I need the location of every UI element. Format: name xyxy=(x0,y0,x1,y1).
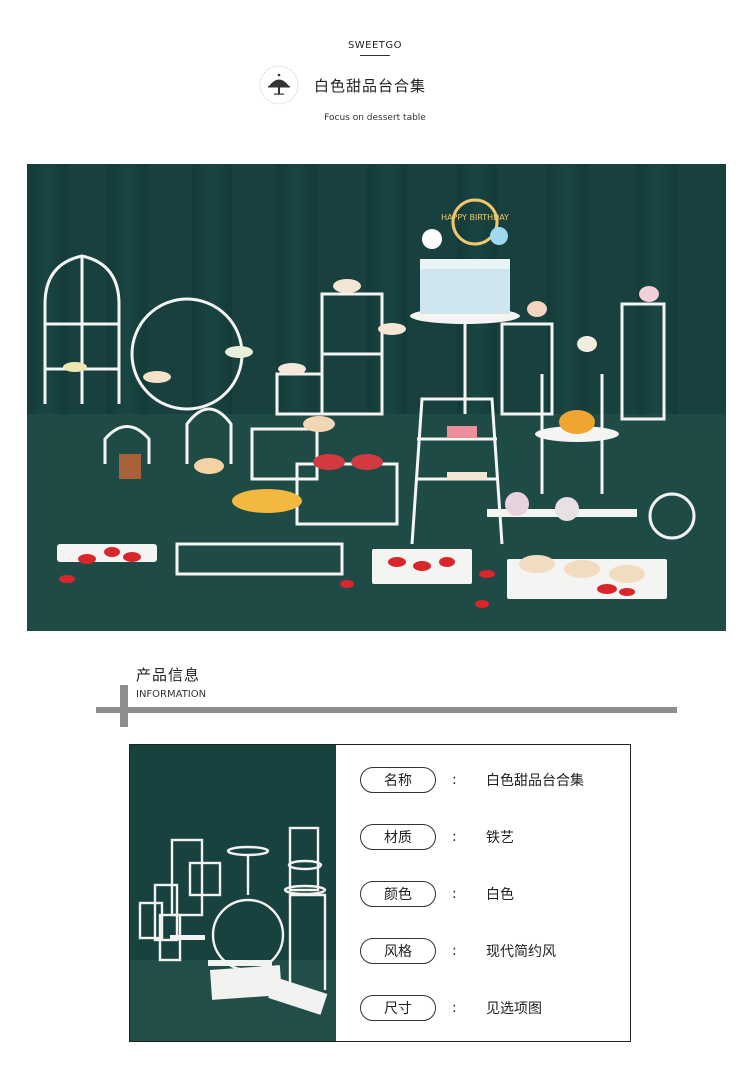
spec-label: 颜色 xyxy=(360,881,436,907)
cake-topper-text: HAPPY BIRTHDAY xyxy=(441,213,509,222)
spec-colon: : xyxy=(452,772,457,788)
spec-label: 尺寸 xyxy=(360,995,436,1021)
spec-value: 白色 xyxy=(486,887,514,903)
spec-label: 材质 xyxy=(360,824,436,850)
brand-name: SWEETGO xyxy=(347,40,403,51)
brand-underline xyxy=(360,55,390,56)
spec-label: 风格 xyxy=(360,938,436,964)
page-subtitle: Focus on dessert table xyxy=(324,113,426,123)
desserts xyxy=(63,279,659,583)
cake-stand-logo-icon xyxy=(259,65,299,105)
spec-row-style: 风格 : 现代简约风 xyxy=(360,936,556,966)
spec-colon: : xyxy=(452,829,457,845)
specs-card: 名称 : 白色甜品台合集 材质 : 铁艺 颜色 : 白色 风格 : 现代简约风 … xyxy=(129,744,631,1042)
spec-colon: : xyxy=(452,943,457,959)
product-set-photo xyxy=(130,745,336,1041)
curtain-folds xyxy=(27,164,677,424)
logo-title-row: 白色甜品台合集 xyxy=(258,60,426,110)
hero-photo: HAPPY BIRTHDAY xyxy=(27,164,726,631)
info-rail-vertical xyxy=(120,685,128,727)
birthday-cake: HAPPY BIRTHDAY xyxy=(420,198,510,314)
spec-value: 白色甜品台合集 xyxy=(486,773,584,789)
info-rail-horizontal xyxy=(96,707,677,713)
spec-row-name: 名称 : 白色甜品台合集 xyxy=(360,765,584,795)
info-title: 产品信息 xyxy=(136,666,201,684)
page-title: 白色甜品台合集 xyxy=(314,76,427,95)
info-subtitle: INFORMATION xyxy=(136,689,207,700)
rose-petals xyxy=(59,547,635,608)
spec-row-material: 材质 : 铁艺 xyxy=(360,822,514,852)
spec-colon: : xyxy=(452,886,457,902)
spec-colon: : xyxy=(452,1000,457,1016)
spec-label: 名称 xyxy=(360,767,436,793)
spec-value: 见选项图 xyxy=(486,1001,542,1017)
spec-row-size: 尺寸 : 见选项图 xyxy=(360,993,542,1023)
spec-value: 现代简约风 xyxy=(486,944,556,960)
spec-row-color: 颜色 : 白色 xyxy=(360,879,514,909)
spec-value: 铁艺 xyxy=(486,830,514,846)
